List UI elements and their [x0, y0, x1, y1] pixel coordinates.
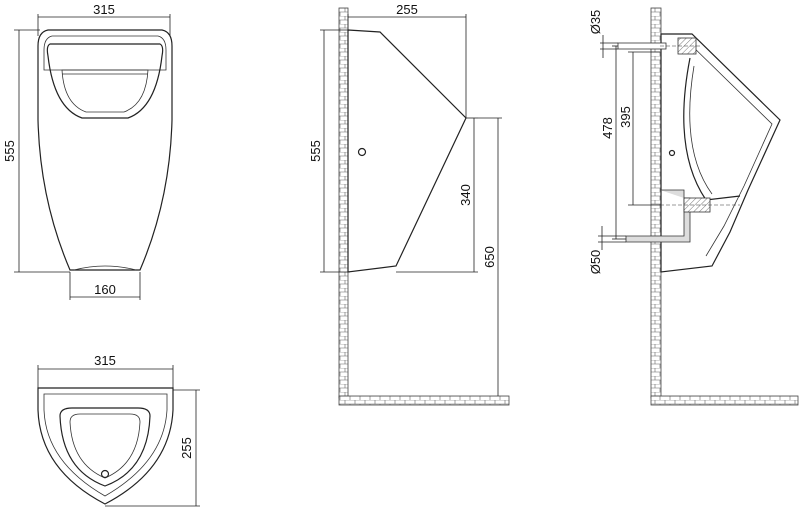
side-floor — [338, 395, 510, 406]
side-lower-height-label: 340 — [458, 184, 473, 206]
section-overall-pipe-label: 478 — [600, 117, 615, 139]
side-wall — [338, 7, 349, 399]
top-drain-hole — [100, 469, 110, 479]
top-body-outline — [37, 387, 174, 505]
front-body-outline — [37, 29, 173, 271]
side-view: 255 555 340 650 — [308, 2, 510, 406]
front-bowl-opening — [46, 43, 164, 119]
section-outlet-diameter-label: Ø50 — [588, 250, 603, 275]
section-view: Ø35 Ø50 395 478 — [588, 7, 799, 406]
section-inlet-diameter-label: Ø35 — [588, 10, 603, 35]
side-fixing-hole — [357, 147, 367, 157]
top-bowl-opening — [59, 407, 151, 487]
front-height-label: 555 — [2, 140, 17, 162]
section-inlet-outlet-label: 395 — [618, 106, 633, 128]
side-height-label: 555 — [308, 140, 323, 162]
top-view: 315 255 — [37, 353, 200, 507]
section-floor — [650, 395, 799, 406]
top-width-label: 315 — [94, 353, 116, 368]
front-bottom-width-label: 160 — [94, 282, 116, 297]
section-wall — [650, 7, 662, 399]
section-body-outline — [660, 33, 781, 273]
front-width-label: 315 — [93, 2, 115, 17]
front-view: 315 555 160 — [2, 2, 173, 300]
side-mount-height-label: 650 — [482, 246, 497, 268]
side-body-outline — [347, 29, 467, 273]
side-depth-label: 255 — [396, 2, 418, 17]
top-depth-label: 255 — [179, 437, 194, 459]
